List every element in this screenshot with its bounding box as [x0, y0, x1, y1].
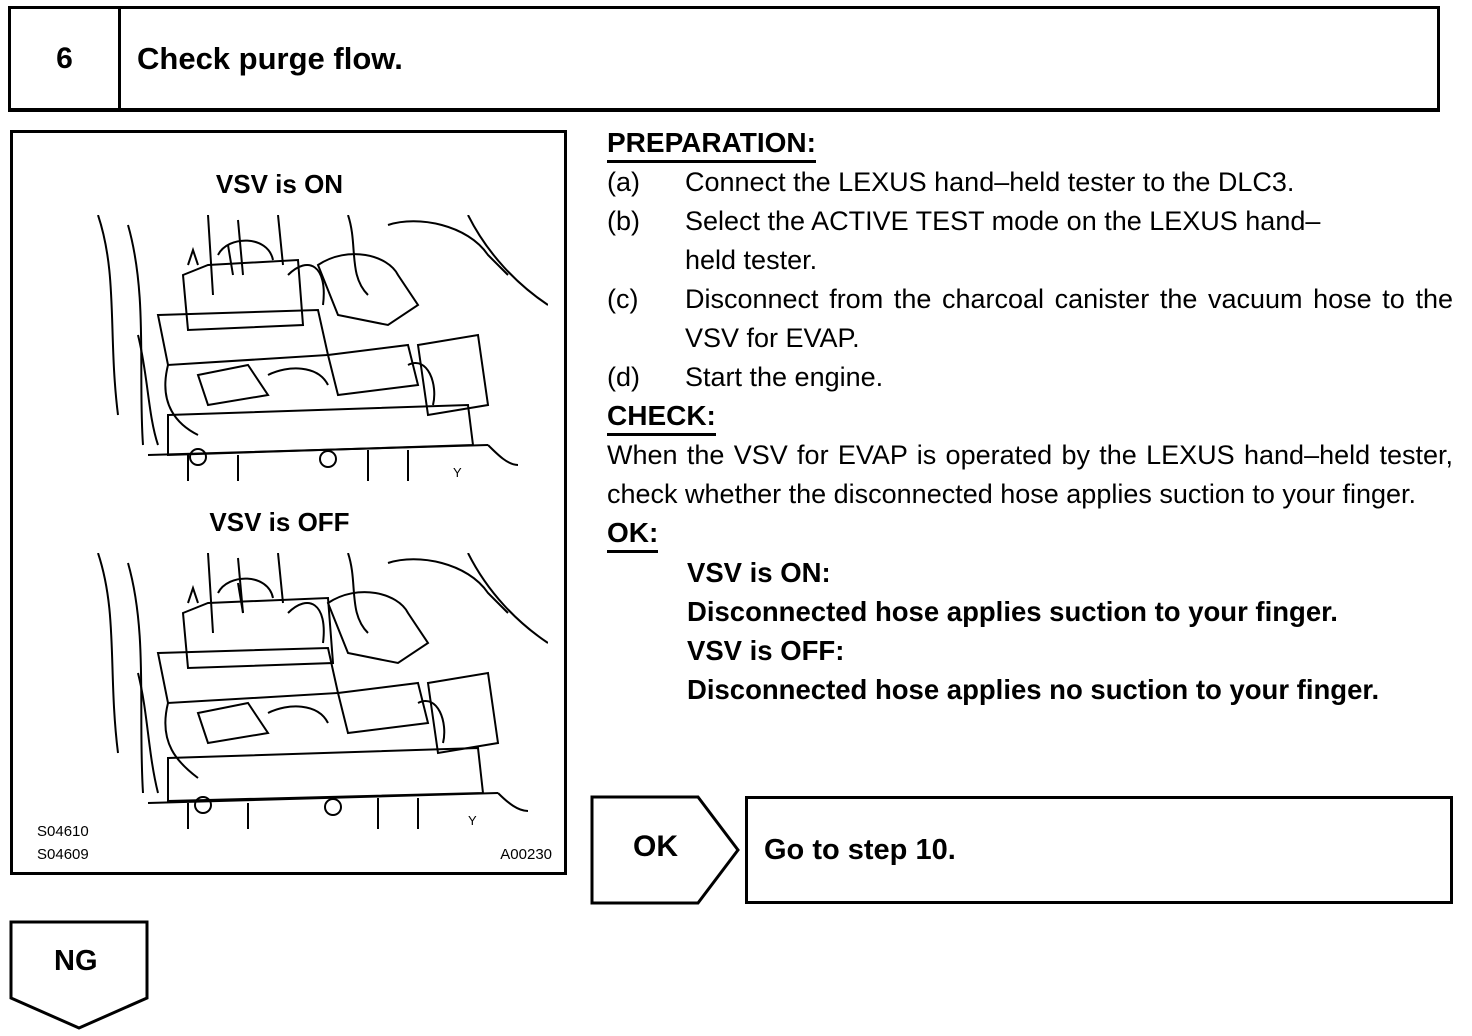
- prep-item-label: (a): [607, 167, 640, 197]
- ok-criteria-line: Disconnected hose applies suction to you…: [687, 596, 1338, 627]
- prep-item-d: (d) Start the engine.: [607, 358, 1453, 397]
- figure-code-3: A00230: [500, 846, 552, 863]
- prep-item-text: Connect the LEXUS hand–held tester to th…: [685, 167, 1295, 197]
- figure-title-vsv-off: VSV is OFF: [209, 507, 350, 537]
- ok-criteria-line: VSV is ON:: [687, 557, 831, 588]
- prep-item-b: (b) Select the ACTIVE TEST mode on the L…: [607, 202, 1453, 280]
- check-heading: CHECK:: [607, 399, 716, 436]
- ok-criteria-line: VSV is OFF:: [687, 635, 845, 666]
- ok-criteria: VSV is ON: Disconnected hose applies suc…: [607, 553, 1453, 709]
- figure-mark-on: Y: [453, 465, 462, 480]
- ok-result-text: Go to step 10.: [764, 833, 956, 866]
- figure-code-1: S04610: [37, 823, 89, 840]
- procedure-text: PREPARATION: (a) Connect the LEXUS hand–…: [607, 124, 1453, 709]
- check-text: When the VSV for EVAP is operated by the…: [607, 440, 1453, 509]
- prep-item-text: Select the ACTIVE TEST mode on the LEXUS…: [685, 206, 1321, 275]
- step-header: 6 Check purge flow.: [8, 6, 1440, 112]
- ok-heading: OK:: [607, 516, 659, 553]
- prep-item-label: (d): [607, 362, 640, 392]
- prep-item-label: (c): [607, 284, 639, 314]
- prep-item-a: (a) Connect the LEXUS hand–held tester t…: [607, 163, 1453, 202]
- prep-item-label: (b): [607, 206, 640, 236]
- prep-item-c: (c) Disconnect from the charcoal caniste…: [607, 280, 1453, 358]
- engine-illustration-vsv-off: Y: [97, 553, 548, 829]
- step-title: Check purge flow.: [137, 40, 403, 76]
- ok-result-box: Go to step 10.: [745, 796, 1453, 904]
- figure-title-vsv-on: VSV is ON: [215, 169, 344, 199]
- ok-label: OK: [633, 830, 678, 863]
- preparation-heading: PREPARATION:: [607, 126, 816, 163]
- engine-illustration-vsv-on: Y: [97, 215, 548, 481]
- step-number: 6: [11, 9, 121, 108]
- ng-arrow-shape: [9, 920, 149, 1030]
- ng-label: NG: [54, 945, 98, 977]
- ok-criteria-line: Disconnected hose applies no suction to …: [687, 674, 1380, 705]
- ok-arrow-shape: [590, 795, 740, 905]
- prep-item-text: Start the engine.: [685, 362, 884, 392]
- prep-item-text: Disconnect from the charcoal canister th…: [685, 284, 1453, 353]
- figure-mark-off: Y: [468, 813, 477, 828]
- illustration-panel: VSV is ON Y VSV is OFF: [10, 130, 567, 875]
- figure-code-2: S04609: [37, 846, 89, 863]
